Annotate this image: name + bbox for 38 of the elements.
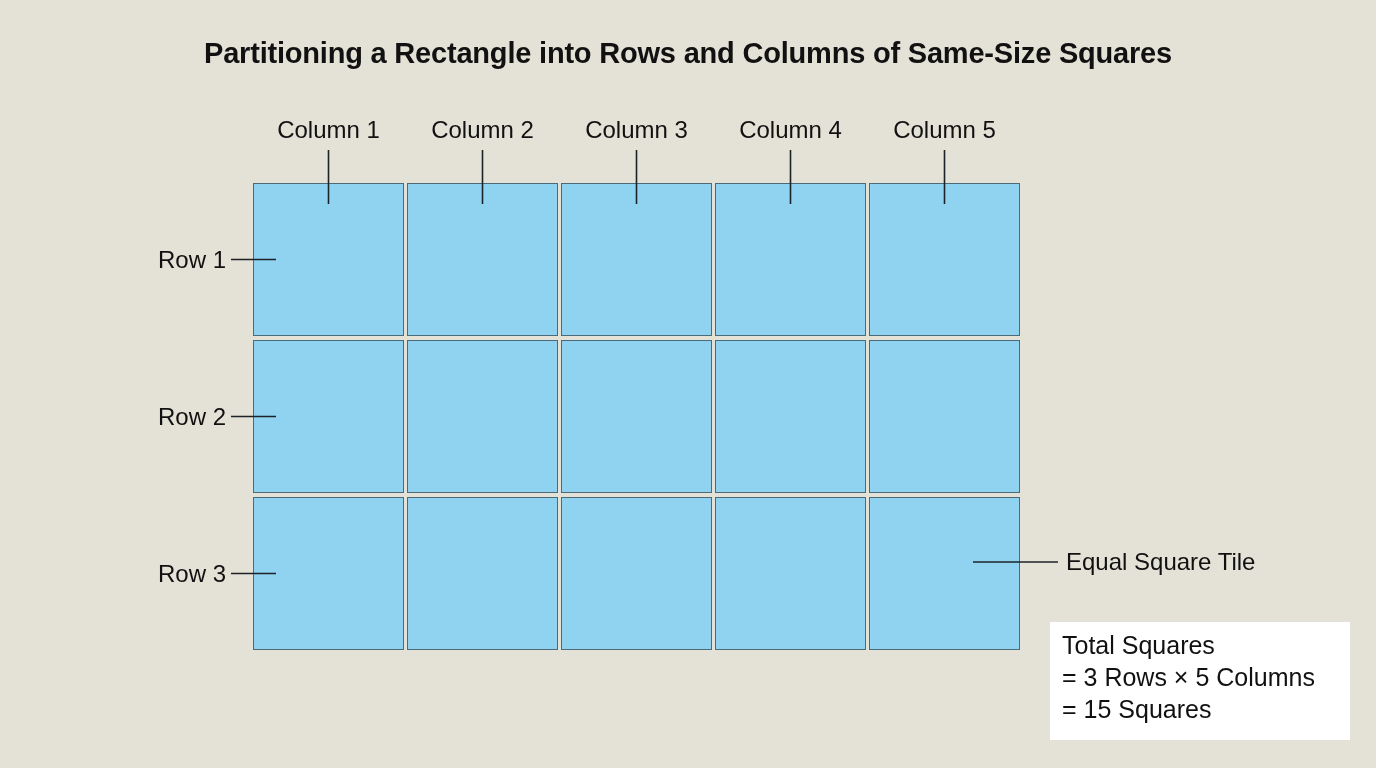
leader-line — [230, 572, 277, 575]
square-tile — [253, 340, 404, 493]
column-label: Column 3 — [566, 113, 707, 147]
square-tile — [561, 340, 712, 493]
row-label: Row 2 — [130, 399, 226, 434]
square-tile — [869, 340, 1020, 493]
square-tile — [715, 183, 866, 336]
leader-line — [789, 149, 792, 205]
row-label: Row 1 — [130, 242, 226, 277]
column-label: Column 5 — [874, 113, 1015, 147]
square-tile — [253, 183, 404, 336]
square-tile — [407, 340, 558, 493]
column-label: Column 4 — [720, 113, 861, 147]
row-label: Row 3 — [130, 556, 226, 591]
square-tile — [715, 340, 866, 493]
leader-line — [327, 149, 330, 205]
summary-text: = 15 Squares — [1062, 694, 1212, 725]
summary-box — [1050, 622, 1350, 740]
square-tile — [407, 183, 558, 336]
leader-line — [230, 258, 277, 261]
column-label: Column 2 — [412, 113, 553, 147]
summary-text: Total Squares — [1062, 630, 1215, 661]
leader-line — [943, 149, 946, 205]
summary-text: = 3 Rows × 5 Columns — [1062, 662, 1315, 693]
leader-line — [635, 149, 638, 205]
square-tile — [869, 497, 1020, 650]
column-label: Column 1 — [258, 113, 399, 147]
square-tile — [407, 497, 558, 650]
callout-label: Equal Square Tile — [1066, 545, 1296, 579]
leader-line — [972, 561, 1059, 563]
square-tile — [869, 183, 1020, 336]
diagram-title: Partitioning a Rectangle into Rows and Columns of Same-Size Squares — [204, 37, 1172, 69]
square-tile — [561, 183, 712, 336]
leader-line — [230, 415, 277, 418]
square-tile — [253, 497, 404, 650]
square-tile — [715, 497, 866, 650]
leader-line — [481, 149, 484, 205]
square-tile — [561, 497, 712, 650]
